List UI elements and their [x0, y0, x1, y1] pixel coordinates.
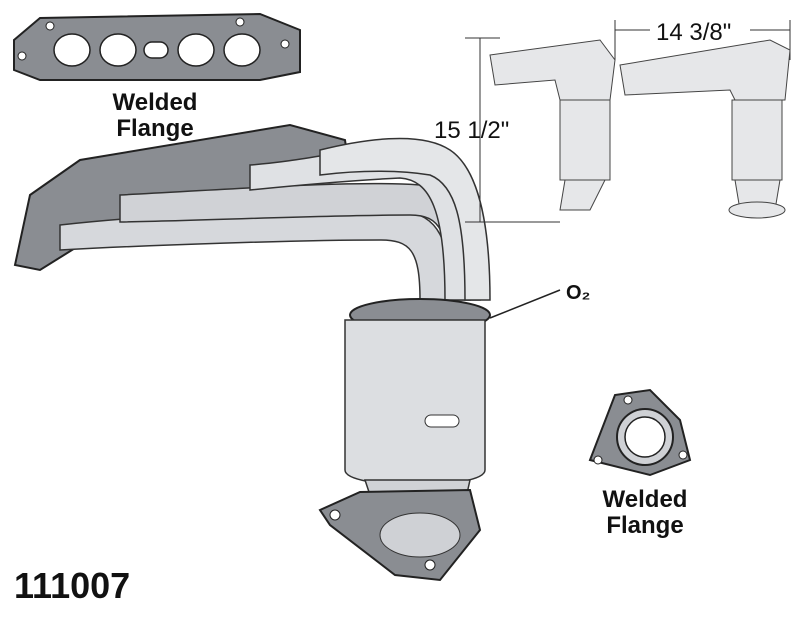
side-view-drawings [489, 39, 791, 219]
top-flange-label-line2: Flange [116, 115, 194, 143]
part-number: 111007 [14, 565, 131, 606]
bottom-flange-label-line2: Flange [606, 512, 684, 540]
manifold-flange-gasket [13, 12, 301, 81]
height-dimension: 15 1/2" [434, 117, 510, 144]
outlet-flange-gasket [588, 388, 692, 477]
dimension-lines [465, 20, 791, 223]
bottom-flange-label: Welded Flange [585, 486, 705, 540]
top-flange-label-line1: Welded [112, 89, 198, 116]
header-assembly [13, 123, 561, 582]
o2-sensor-label: O₂ [566, 282, 591, 304]
bottom-flange-label-line1: Welded [602, 486, 688, 513]
top-flange-label: Welded Flange [95, 89, 215, 143]
width-dimension: 14 3/8" [656, 19, 732, 46]
